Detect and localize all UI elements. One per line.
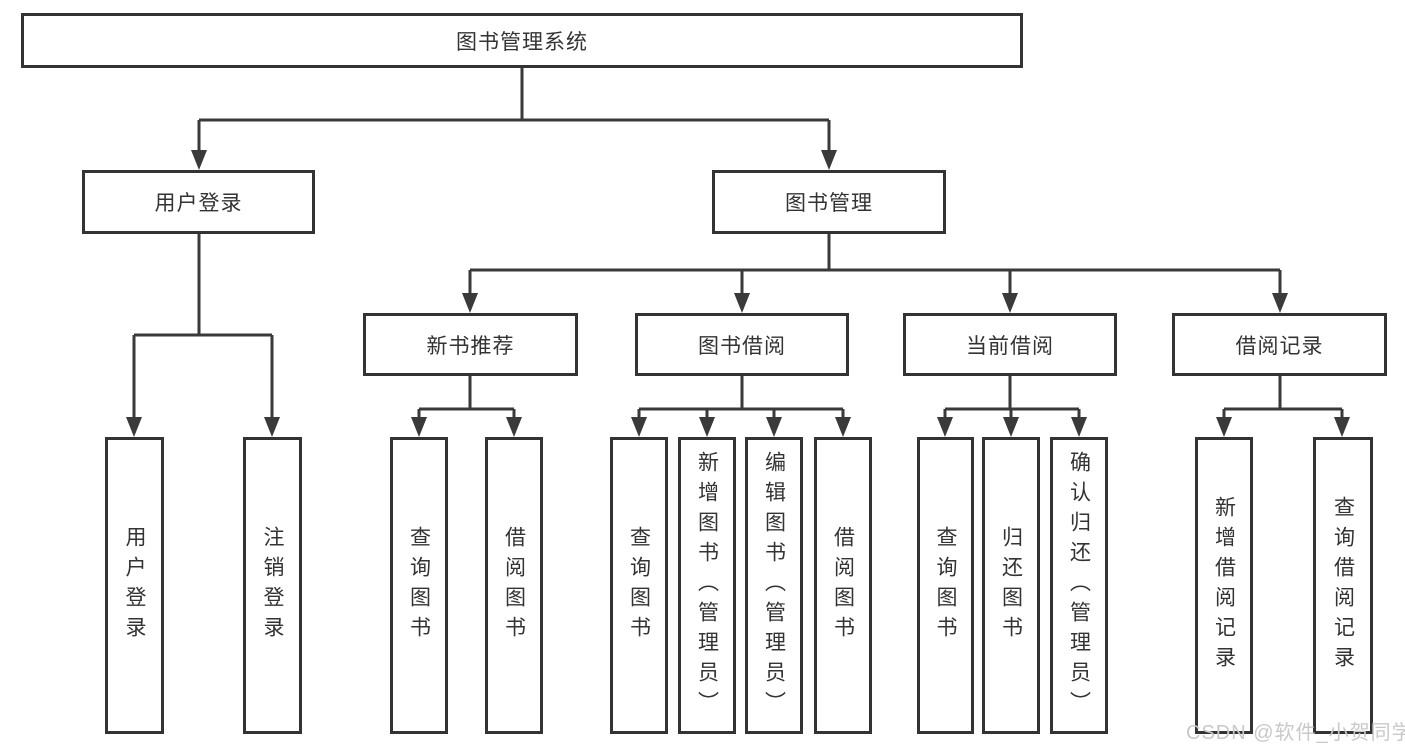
node-label: 用户登录 [154,192,243,215]
arrow-down-icon [766,417,782,437]
node-label: 图书管理 [785,192,873,215]
leaf-current-query-books: 查询图书 [917,437,974,734]
connector-currentborrow-to-leaves [943,376,1081,421]
connector-root-to-level2 [197,68,831,154]
arrow-down-icon [1002,293,1018,313]
arrow-down-icon [1216,417,1232,437]
node-borrow-records: 借阅记录 [1172,313,1387,376]
node-label: 当前借阅 [966,334,1054,358]
csdn-watermark: CSDN @软件_小贺同学 [1186,722,1405,744]
leaf-borrow-add-books-admin: 新增图书（管理员） [678,437,736,734]
arrow-down-icon [1003,417,1019,437]
leaf-current-confirm-return-admin: 确认归还（管理员） [1050,437,1108,734]
node-label: 借阅图书 [831,525,855,646]
arrowheads [126,150,1350,437]
node-user-login: 用户登录 [82,170,315,234]
node-label: 图书管理系统 [456,30,588,54]
leaf-newbook-borrow-books: 借阅图书 [485,437,543,734]
leaf-current-return-books: 归还图书 [982,437,1040,734]
leaf-records-add-record: 新增借阅记录 [1195,437,1253,734]
arrow-down-icon [411,417,427,437]
leaf-borrow-borrow-books: 借阅图书 [814,437,872,734]
arrow-down-icon [821,150,837,170]
connector-bookborrow-to-leaves [637,376,845,421]
node-label: 新书推荐 [426,334,515,358]
connector-bookmgmt-to-level3 [468,234,1282,297]
arrow-down-icon [264,417,280,437]
node-label: 用户登录 [123,525,146,646]
arrow-down-icon [631,417,647,437]
connector-newbook-to-leaves [417,376,516,421]
arrow-down-icon [506,417,522,437]
arrow-down-icon [462,293,478,313]
node-label: 图书借阅 [698,334,786,358]
leaf-logout: 注销登录 [243,437,302,734]
arrow-down-icon [699,417,715,437]
leaf-borrow-edit-books-admin: 编辑图书（管理员） [745,437,803,734]
arrow-down-icon [126,417,142,437]
arrow-down-icon [734,293,750,313]
arrow-down-icon [835,417,851,437]
node-label: 查询图书 [934,525,957,646]
node-label: 查询借阅记录 [1331,495,1355,676]
node-label: 借阅图书 [502,525,526,646]
node-label: 编辑图书（管理员） [762,450,786,721]
leaf-newbook-query-books: 查询图书 [390,437,448,734]
node-book-management: 图书管理 [712,170,946,234]
node-label: 归还图书 [999,525,1023,646]
arrow-down-icon [1272,293,1288,313]
connector-records-to-leaves [1222,376,1344,421]
node-label: 借阅记录 [1235,334,1324,358]
arrow-down-icon [1071,417,1087,437]
arrow-down-icon [937,417,953,437]
node-label: 查询图书 [407,525,431,646]
leaf-user-login: 用户登录 [105,437,164,734]
node-current-borrow: 当前借阅 [903,313,1117,376]
node-book-borrow: 图书借阅 [635,313,849,376]
arrow-down-icon [191,150,207,170]
node-library-system: 图书管理系统 [21,13,1023,68]
node-label: 确认归还（管理员） [1067,450,1091,721]
node-label: 注销登录 [261,525,284,646]
node-label: 查询图书 [627,525,651,646]
leaf-records-query-record: 查询借阅记录 [1313,437,1373,734]
arrow-down-icon [1334,417,1350,437]
connector-userlogin-to-leaves [132,234,274,421]
leaf-borrow-query-books: 查询图书 [610,437,668,734]
node-label: 新增图书（管理员） [695,450,719,721]
node-label: 新增借阅记录 [1212,495,1236,676]
node-new-book-recommend: 新书推荐 [363,313,578,376]
